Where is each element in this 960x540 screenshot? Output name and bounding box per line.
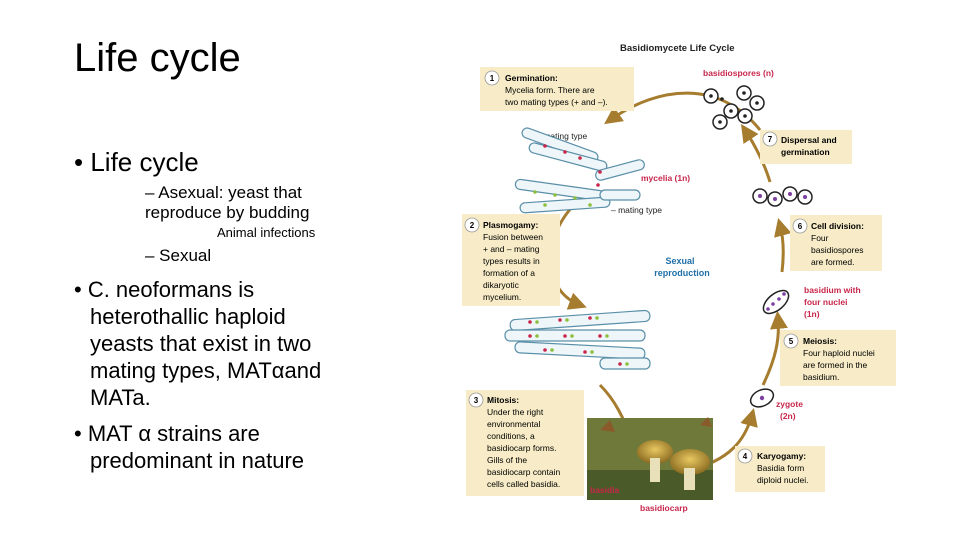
label-basidia: basidia (590, 485, 620, 495)
step-meiosis: 5 Meiosis: Four haploid nuclei are forme… (780, 330, 896, 386)
bullet-life-cycle: • Life cycle (74, 147, 199, 177)
basidiomycete-life-cycle-diagram: Basidiomycete Life Cycle Sexual reproduc… (462, 43, 896, 513)
svg-text:cells called basidia.: cells called basidia. (487, 479, 560, 489)
svg-text:Germination:: Germination: (505, 73, 558, 83)
svg-text:Under the right: Under the right (487, 407, 544, 417)
svg-text:2: 2 (470, 221, 475, 230)
label-basidium-line1: basidium with (804, 285, 861, 295)
svg-text:Gills of the: Gills of the (487, 455, 527, 465)
basidiospores-cluster (703, 85, 765, 130)
bullet-mat-alpha: • MAT α strains are (74, 421, 260, 446)
diagram-title: Basidiomycete Life Cycle (620, 43, 735, 54)
label-minus-mating-type: – mating type (611, 205, 662, 215)
svg-text:formation of a: formation of a (483, 268, 535, 278)
svg-text:are formed.: are formed. (811, 257, 854, 267)
sub-bullet-asexual: – Asexual: yeast that (145, 183, 302, 202)
svg-text:Cell division:: Cell division: (811, 221, 864, 231)
step-dispersal: 7 Dispersal and germination (760, 130, 852, 164)
svg-text:two mating types (+ and –).: two mating types (+ and –). (505, 97, 608, 107)
svg-text:Plasmogamy:: Plasmogamy: (483, 220, 538, 230)
label-basidiospores: basidiospores (n) (703, 68, 774, 78)
center-label-sexual: Sexual (665, 256, 694, 266)
svg-text:diploid nuclei.: diploid nuclei. (757, 475, 809, 485)
zygote-cell (749, 388, 775, 408)
svg-text:conditions, a: conditions, a (487, 431, 535, 441)
label-plus-mating-type: + mating type (536, 131, 588, 141)
svg-text:types results in: types results in (483, 256, 540, 266)
label-basidium-line2: four nuclei (804, 297, 847, 307)
svg-text:germination: germination (781, 147, 830, 157)
basidium-four-nuclei (762, 289, 790, 315)
label-zygote-line2: (2n) (780, 411, 796, 421)
slide-title: Life cycle (74, 36, 241, 80)
bullet-mat-alpha-line2: predominant in nature (90, 448, 305, 473)
svg-text:Meiosis:: Meiosis: (803, 336, 837, 346)
step-plasmogamy: 2 Plasmogamy: Fusion between + and – mat… (462, 214, 560, 306)
svg-text:+ and – mating: + and – mating (483, 244, 540, 254)
bullet-c-neoformans-line3: yeasts that exist in two (90, 331, 312, 356)
svg-text:dikaryotic: dikaryotic (483, 280, 520, 290)
svg-text:are formed in the: are formed in the (803, 360, 868, 370)
svg-text:Mitosis:: Mitosis: (487, 395, 519, 405)
svg-text:Four: Four (811, 233, 829, 243)
svg-text:Dispersal and: Dispersal and (781, 135, 837, 145)
svg-text:Karyogamy:: Karyogamy: (757, 451, 806, 461)
svg-text:Basidia form: Basidia form (757, 463, 804, 473)
svg-text:Mycelia form. There are: Mycelia form. There are (505, 85, 595, 95)
bullet-c-neoformans: • C. neoformans is (74, 277, 255, 302)
label-basidium-line3: (1n) (804, 309, 820, 319)
svg-text:Four haploid nuclei: Four haploid nuclei (803, 348, 875, 358)
step-germination: 1 Germination: Mycelia form. There are t… (480, 67, 634, 111)
bullet-c-neoformans-line2: heterothallic haploid (90, 304, 286, 329)
step-karyogamy: 4 Karyogamy: Basidia form diploid nuclei… (735, 446, 825, 492)
svg-text:6: 6 (798, 222, 803, 231)
svg-text:3: 3 (474, 396, 479, 405)
svg-text:environmental: environmental (487, 419, 541, 429)
sub-sub-bullet-animal-infections: Animal infections (217, 225, 316, 240)
mycelia-hyphae (514, 127, 645, 214)
sub-bullet-sexual: – Sexual (145, 246, 212, 265)
arrow-spores-dispersal (741, 124, 772, 183)
label-mycelia: mycelia (1n) (641, 173, 690, 183)
arrow-basidium-to-spores (774, 218, 792, 273)
bullet-c-neoformans-line4: mating types, MATαand (90, 358, 322, 383)
label-zygote-line1: zygote (776, 399, 803, 409)
dikaryotic-mycelium (504, 309, 651, 370)
sub-bullet-asexual-cont: reproduce by budding (145, 203, 310, 222)
svg-text:1: 1 (490, 74, 495, 83)
svg-text:7: 7 (768, 135, 773, 144)
bullet-c-neoformans-line5: MATa. (90, 385, 151, 410)
label-basidiocarp: basidiocarp (640, 503, 688, 513)
svg-text:basidiocarp contain: basidiocarp contain (487, 467, 561, 477)
svg-text:5: 5 (789, 337, 794, 346)
svg-text:basidium.: basidium. (803, 372, 839, 382)
center-label-reproduction: reproduction (654, 268, 710, 278)
svg-text:Fusion between: Fusion between (483, 232, 543, 242)
step-mitosis: 3 Mitosis: Under the right environmental… (466, 390, 584, 496)
arrow-zygote-to-basidium (761, 310, 788, 386)
svg-text:4: 4 (743, 452, 748, 461)
basidiocarp-photo (587, 417, 713, 500)
svg-text:basidiospores: basidiospores (811, 245, 863, 255)
step-cell-division: 6 Cell division: Four basidiospores are … (790, 215, 882, 271)
svg-text:mycelium.: mycelium. (483, 292, 521, 302)
svg-text:basidiocarp forms.: basidiocarp forms. (487, 443, 556, 453)
